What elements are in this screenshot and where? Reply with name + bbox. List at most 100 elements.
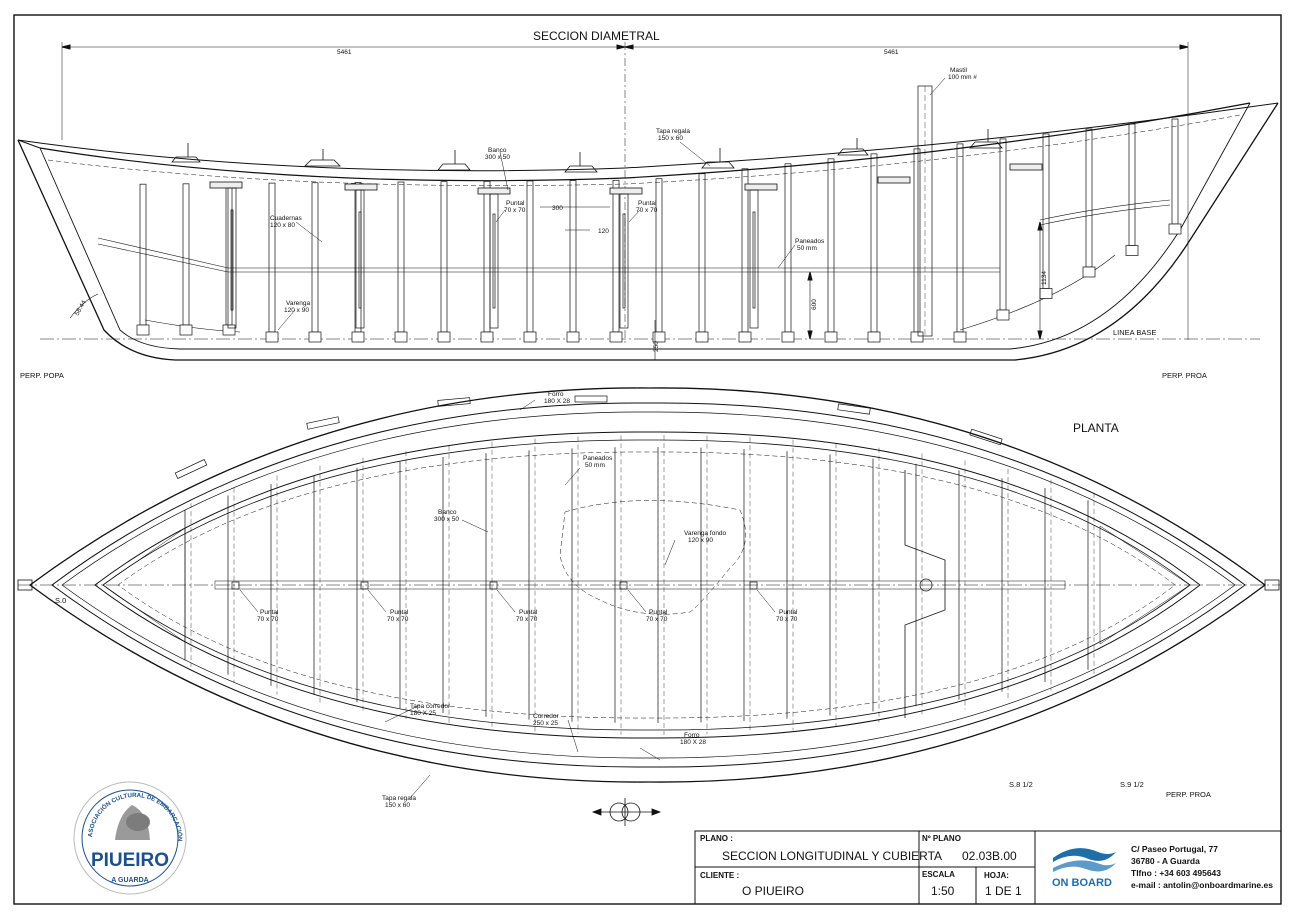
cuaderna-frame (784, 163, 792, 333)
hoja-value: 1 DE 1 (985, 884, 1022, 898)
lbl-varenga-2: 120 x 90 (284, 307, 309, 314)
varenga-floor (394, 331, 408, 343)
cuaderna-frame (870, 153, 878, 333)
varenga-floor (480, 331, 494, 343)
num-plano-label: Nº PLANO (922, 834, 961, 843)
lbl-cuadernas-2: 120 x 80 (270, 222, 295, 229)
lbl-tapa-corredor-1: Tapa corredor (410, 703, 451, 710)
cuaderna-frame (827, 158, 835, 333)
varenga-floor (738, 331, 752, 343)
section-s0: S.0 (55, 596, 66, 605)
title-block-grid (694, 830, 1282, 905)
varenga-floor (652, 331, 666, 343)
company-name: ON BOARD (1052, 877, 1112, 889)
dim-300: 300 (552, 205, 563, 212)
section-s9: S.9 1/2 (1120, 780, 1144, 789)
logo-place: A GUARDA (111, 877, 148, 884)
plan-view (17, 387, 1280, 799)
perp-proa-bottom-label: PERP. PROA (1166, 790, 1211, 799)
cuaderna-frame (741, 168, 749, 333)
lbl-tapa-regala-2: 150 x 60 (658, 135, 683, 142)
onboard-logo-icon (1053, 848, 1116, 872)
lbl-puntal2-1: Puntal (638, 200, 657, 207)
varenga-floor (867, 331, 881, 343)
varenga-floor (1039, 288, 1053, 299)
cuaderna-frame (612, 179, 620, 333)
cuaderna-frame (1042, 133, 1050, 289)
lbl-forro-bottom-1: Forro (684, 732, 700, 739)
company-email: e-mail : antolin@onboardmarine.es (1131, 880, 1273, 890)
escala-label: ESCALA (922, 870, 955, 879)
cuaderna-frame (397, 181, 405, 333)
pieiro-logo: ASOCIACIÓN CULTURAL DE EMBARCACIÓNS TRAD… (0, 0, 187, 895)
lbl-puntal2-2: 70 x 70 (636, 207, 658, 214)
perp-popa-label: PERP. POPA (20, 371, 64, 380)
cuaderna-frame (1171, 118, 1179, 225)
lbl-plan-puntal-4a: Puntal (649, 609, 668, 616)
varenga-floor (179, 324, 193, 336)
varenga-floor (781, 331, 795, 343)
company-phone: Tlfno : +34 603 495643 (1131, 868, 1222, 878)
cuaderna-frame (311, 182, 319, 333)
lbl-plan-puntal-2a: Puntal (390, 609, 409, 616)
plano-value: SECCION LONGITUDINAL Y CUBIERTA (722, 849, 943, 863)
lbl-paneados-1: Paneados (795, 238, 825, 245)
lbl-plan-banco-2: 300 x 50 (434, 516, 459, 523)
lbl-forro-top-1: Forro (548, 391, 564, 398)
lbl-plan-puntal-5b: 70 x 70 (776, 616, 798, 623)
cuaderna-frame (999, 138, 1007, 311)
dim-1134: 1134 (1041, 271, 1048, 285)
lbl-banco-2: 300 x 50 (485, 154, 510, 161)
centerline-symbol (591, 798, 662, 826)
dim-120: 120 (598, 228, 609, 235)
company-address1: C/ Paseo Portugal, 77 (1131, 844, 1218, 854)
lbl-plan-paneados-2: 50 mm (585, 462, 605, 469)
cuaderna-frame (1128, 123, 1136, 246)
linea-base-label: LINEA BASE (1113, 328, 1156, 337)
dim-half-right: 5461 (884, 49, 899, 56)
cuaderna-frame (956, 143, 964, 333)
varenga-floor (695, 331, 709, 343)
logo-ring-text: ASOCIACIÓN CULTURAL DE EMBARCACIÓNS TRAD… (0, 0, 184, 842)
varenga-floor (824, 331, 838, 343)
plan-title: PLANTA (1073, 421, 1119, 435)
varenga-floor (136, 324, 150, 336)
cuaderna-frame (139, 183, 147, 326)
lbl-varenga-fondo-1: Varenga fondo (684, 530, 727, 537)
varenga-floor (265, 331, 279, 343)
varenga-floor (222, 324, 236, 336)
cliente-label: CLIENTE : (700, 871, 740, 880)
dim-250: 250 (653, 341, 660, 352)
lbl-puntal1-2: 70 x 70 (504, 207, 526, 214)
perp-proa-top-label: PERP. PROA (1162, 371, 1207, 380)
lbl-mastil-1: Mastil (950, 67, 968, 74)
lbl-plan-puntal-5a: Puntal (779, 609, 798, 616)
varenga-floor (566, 331, 580, 343)
varenga-floor (609, 331, 623, 343)
lbl-plan-puntal-1b: 70 x 70 (257, 616, 279, 623)
lbl-corredor-2: 250 x 25 (533, 720, 558, 727)
lbl-plan-tapa-regala-1: Tapa regala (382, 795, 416, 802)
lbl-plan-banco-1: Banco (438, 509, 457, 516)
varenga-floor (953, 331, 967, 343)
lbl-paneados-2: 50 mm (797, 245, 817, 252)
cuaderna-frame (913, 148, 921, 333)
cuaderna-frame (655, 178, 663, 333)
cliente-value: O PIUEIRO (742, 884, 805, 898)
section-title: SECCION DIAMETRAL (533, 29, 660, 43)
lbl-plan-puntal-3b: 70 x 70 (516, 616, 538, 623)
varenga-floor (996, 309, 1010, 321)
hoja-label: HOJA: (984, 871, 1009, 880)
lbl-plan-puntal-4b: 70 x 70 (646, 616, 668, 623)
lbl-plan-puntal-1a: Puntal (260, 609, 279, 616)
cuaderna-frame (569, 180, 577, 333)
varenga-floor (437, 331, 451, 343)
section-s8: S.8 1/2 (1009, 780, 1033, 789)
varenga-floor (351, 331, 365, 343)
lbl-plan-tapa-regala-2: 150 x 60 (385, 802, 410, 809)
lbl-banco-1: Banco (488, 147, 507, 154)
varenga-floor (1125, 245, 1139, 256)
cuaderna-frame (483, 180, 491, 333)
lbl-plan-paneados-1: Paneados (583, 455, 613, 462)
